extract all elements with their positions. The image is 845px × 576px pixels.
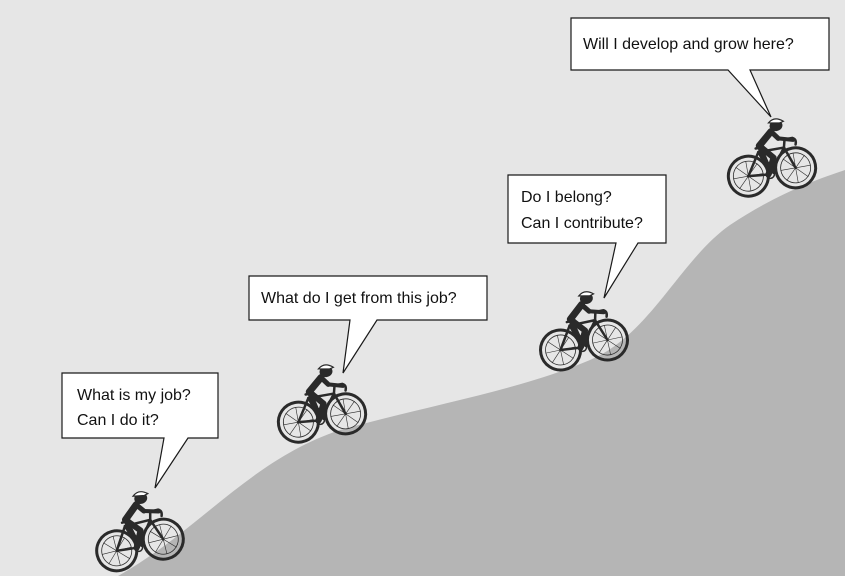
speech-bubble-2: What do I get from this job? [248,275,488,374]
bubble-1-line-2: Can I do it? [77,412,159,429]
bubble-shape [248,275,488,374]
bubble-3-line-1: Do I belong? [521,189,612,206]
speech-bubble-3: Do I belong? Can I contribute? [507,174,667,299]
bubble-shape [507,174,667,299]
bubble-shape [570,17,830,118]
hill [118,170,845,576]
bubble-4-line-1: Will I develop and grow here? [583,36,794,53]
speech-bubble-1: What is my job? Can I do it? [61,372,219,489]
speech-bubble-4: Will I develop and grow here? [570,17,830,118]
bubble-2-line-1: What do I get from this job? [261,290,457,307]
bubble-1-line-1: What is my job? [77,387,191,404]
bubble-shape [61,372,219,489]
bubble-3-line-2: Can I contribute? [521,215,643,232]
